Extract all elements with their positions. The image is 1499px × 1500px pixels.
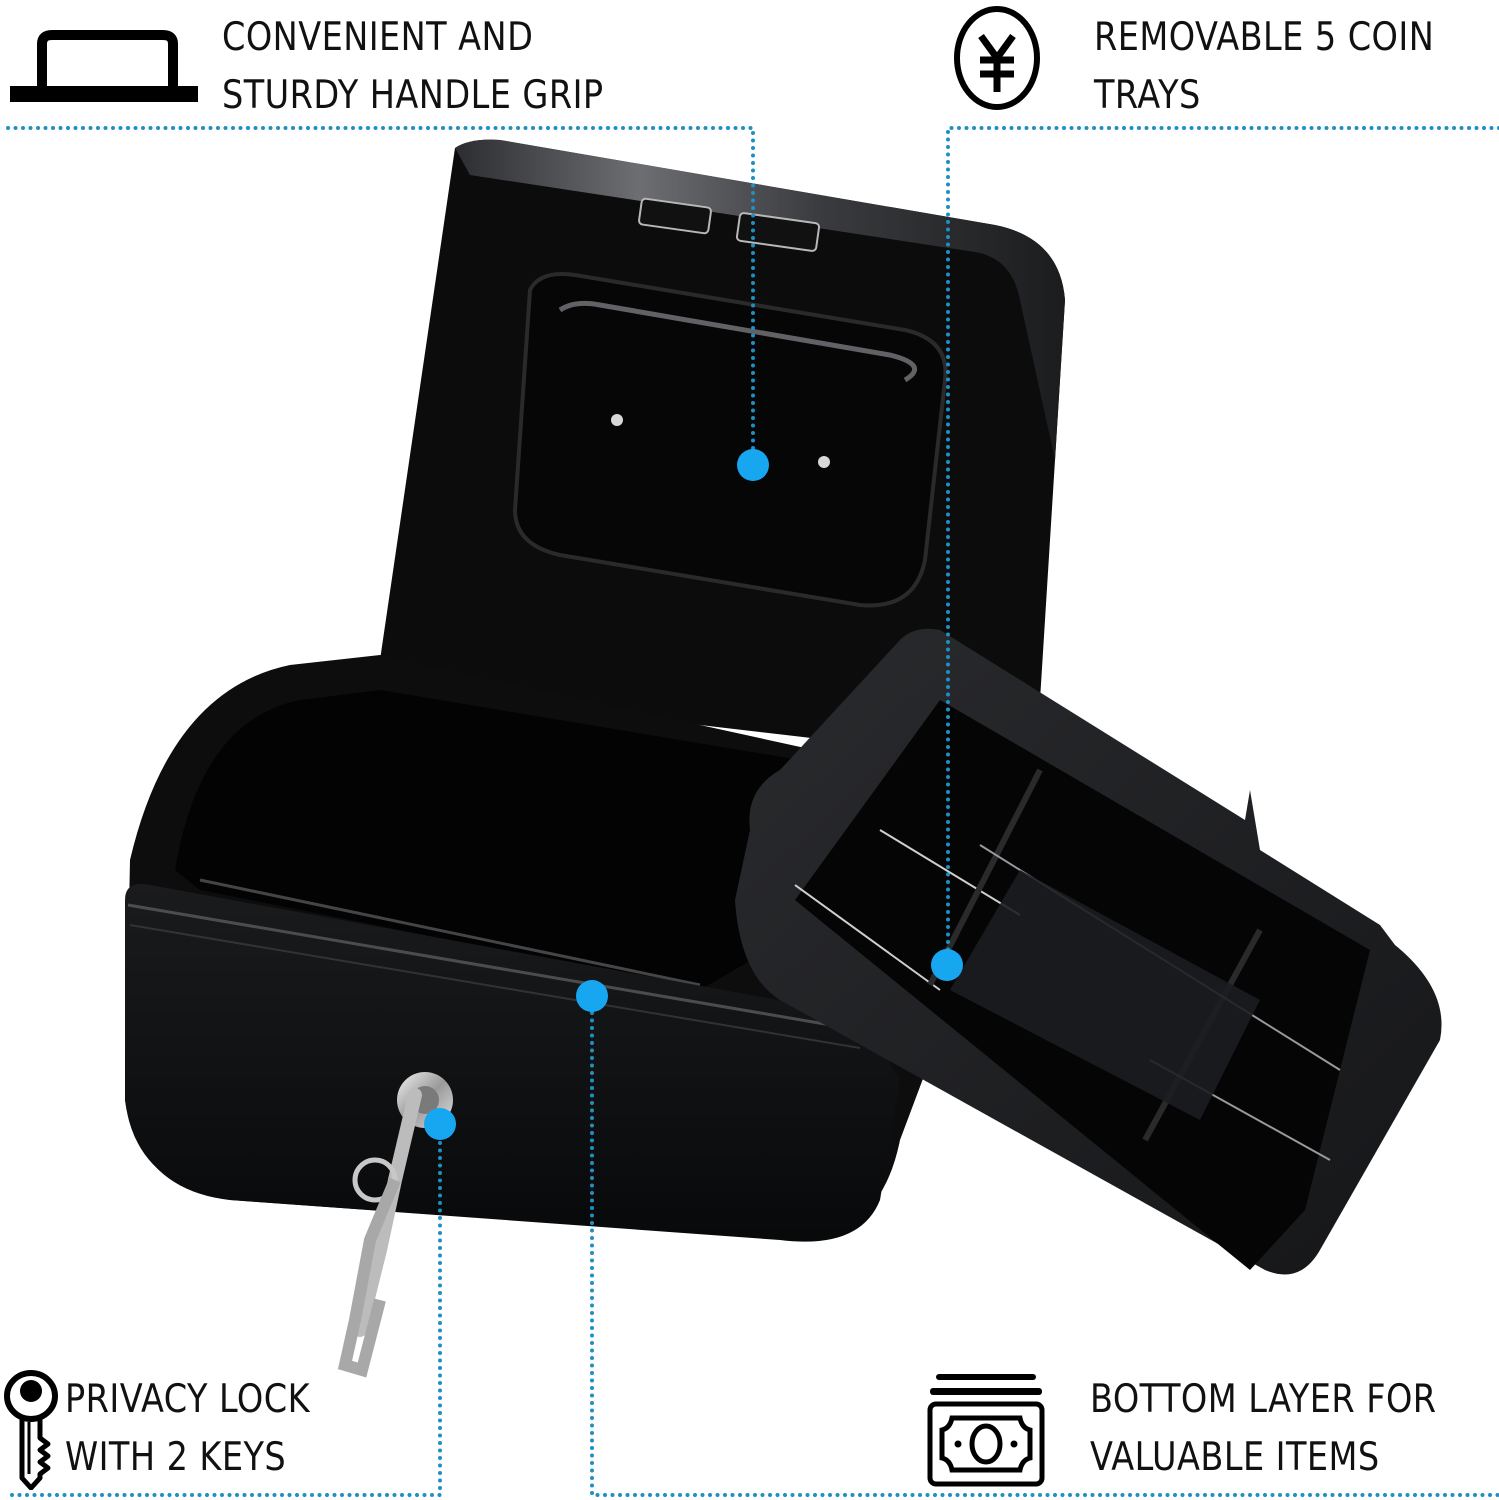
feature-handle-line-1: CONVENIENT AND <box>222 15 534 60</box>
feature-bottom-line-2: VALUABLE ITEMS <box>1090 1435 1380 1480</box>
feature-lock-line-1: PRIVACY LOCK <box>65 1377 311 1422</box>
callout-line-lock <box>6 1126 442 1497</box>
handle-icon <box>10 30 198 102</box>
yen-coin-icon <box>954 6 1040 110</box>
callout-dot-handle <box>737 449 769 481</box>
feature-handle-line-2: STURDY HANDLE GRIP <box>222 73 604 118</box>
feature-bottom-line-1: BOTTOM LAYER FOR <box>1090 1377 1437 1422</box>
feature-trays-line-2: TRAYS <box>1094 73 1201 118</box>
key-icon <box>4 1370 58 1490</box>
coin-tray <box>735 628 1442 1275</box>
callout-lines <box>6 126 1499 1497</box>
lid <box>380 139 1065 760</box>
callout-dot-bottom <box>576 980 608 1012</box>
box-body <box>125 655 930 1378</box>
banknote-stack-icon <box>927 1374 1045 1487</box>
feature-trays-line-1: REMOVABLE 5 COIN <box>1094 15 1435 60</box>
callout-dot-trays <box>931 949 963 981</box>
feature-lock-line-2: WITH 2 KEYS <box>65 1435 287 1480</box>
callout-line-handle <box>6 126 755 464</box>
callout-line-bottom <box>590 996 1499 1497</box>
callout-dot-lock <box>424 1108 456 1140</box>
